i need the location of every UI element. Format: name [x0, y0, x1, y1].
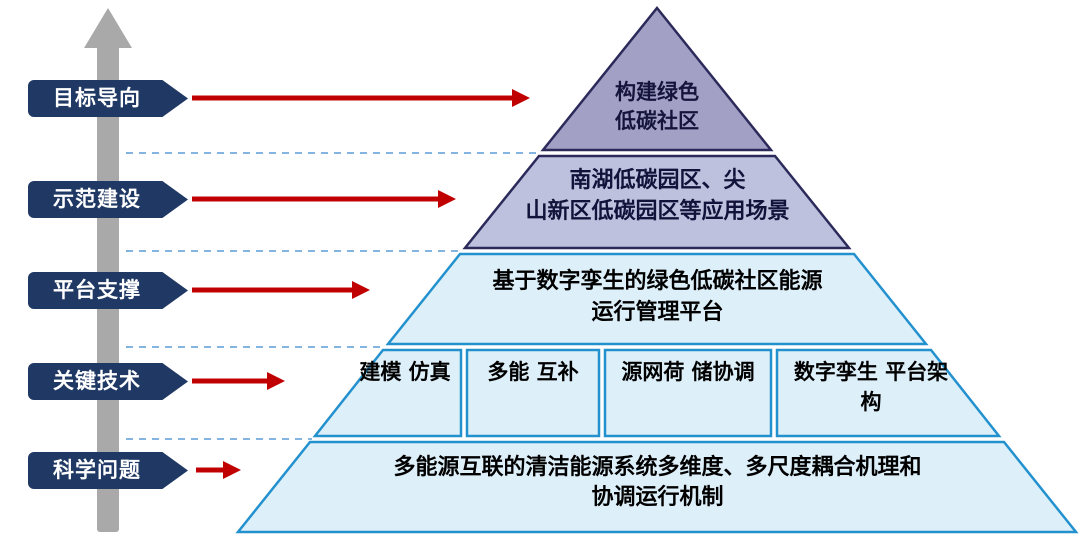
tier3-text: 基于数字孪生的绿色低碳社区能源 运行管理平台: [425, 266, 890, 328]
tier5-line1: 多能源互联的清洁能源系统多维度、多尺度耦合机理和: [393, 455, 922, 480]
tier1-text: 构建绿色 低碳社区: [557, 78, 757, 136]
side-label-platform: 平台支撑: [28, 272, 188, 309]
tier4-cell1-line1: 建模: [359, 360, 402, 384]
tier1-shape: [540, 6, 774, 152]
tier4-cell4-shape: [775, 348, 1002, 438]
tier4-cell3-line2: 储协调: [691, 360, 755, 384]
tier4-cell4-line2: 平台架构: [860, 360, 949, 414]
tier4-cell1-line2: 仿真: [408, 360, 451, 384]
side-label-technology: 关键技术: [28, 363, 188, 400]
tier1-line1: 构建绿色: [615, 80, 699, 104]
tier4-cell-grid-coordination: 源网荷 储协调: [608, 357, 768, 387]
tier3-shape: [385, 252, 929, 346]
tier4-cell4-line1: 数字孪生: [793, 360, 878, 384]
tier4-cell2-shape: [465, 348, 601, 438]
tier4-cell3-line1: 源网荷: [621, 360, 685, 384]
tier4-cell-modeling: 建模 仿真: [340, 357, 470, 387]
tier2-line1: 南湖低碳园区、尖: [569, 168, 746, 193]
tier1-line2: 低碳社区: [615, 109, 699, 133]
tier4-cell2-line2: 互补: [536, 360, 579, 384]
tier3-line1: 基于数字孪生的绿色低碳社区能源: [492, 269, 823, 294]
tier4-cell3-shape: [603, 348, 773, 438]
tier4-cell-multienergy: 多能 互补: [468, 357, 598, 387]
tier4-cell1-shape: [312, 348, 463, 438]
side-label-goal: 目标导向: [28, 80, 188, 117]
tier5-shape: [235, 440, 1079, 534]
tier5-line2: 协调运行机制: [591, 485, 724, 510]
tier2-line2: 山新区低碳园区等应用场景: [525, 199, 790, 224]
tier3-line2: 运行管理平台: [591, 300, 724, 325]
tier2-text: 南湖低碳园区、尖 山新区低碳园区等应用场景: [470, 165, 845, 227]
side-label-science: 科学问题: [28, 452, 188, 489]
tier4-cell2-line1: 多能: [487, 360, 530, 384]
up-arrow-head: [84, 8, 132, 48]
side-label-demo: 示范建设: [28, 181, 188, 218]
tier5-text: 多能源互联的清洁能源系统多维度、多尺度耦合机理和 协调运行机制: [285, 453, 1030, 513]
tier4-cell-digital-twin: 数字孪生 平台架构: [791, 357, 951, 417]
tier2-shape: [462, 154, 852, 250]
